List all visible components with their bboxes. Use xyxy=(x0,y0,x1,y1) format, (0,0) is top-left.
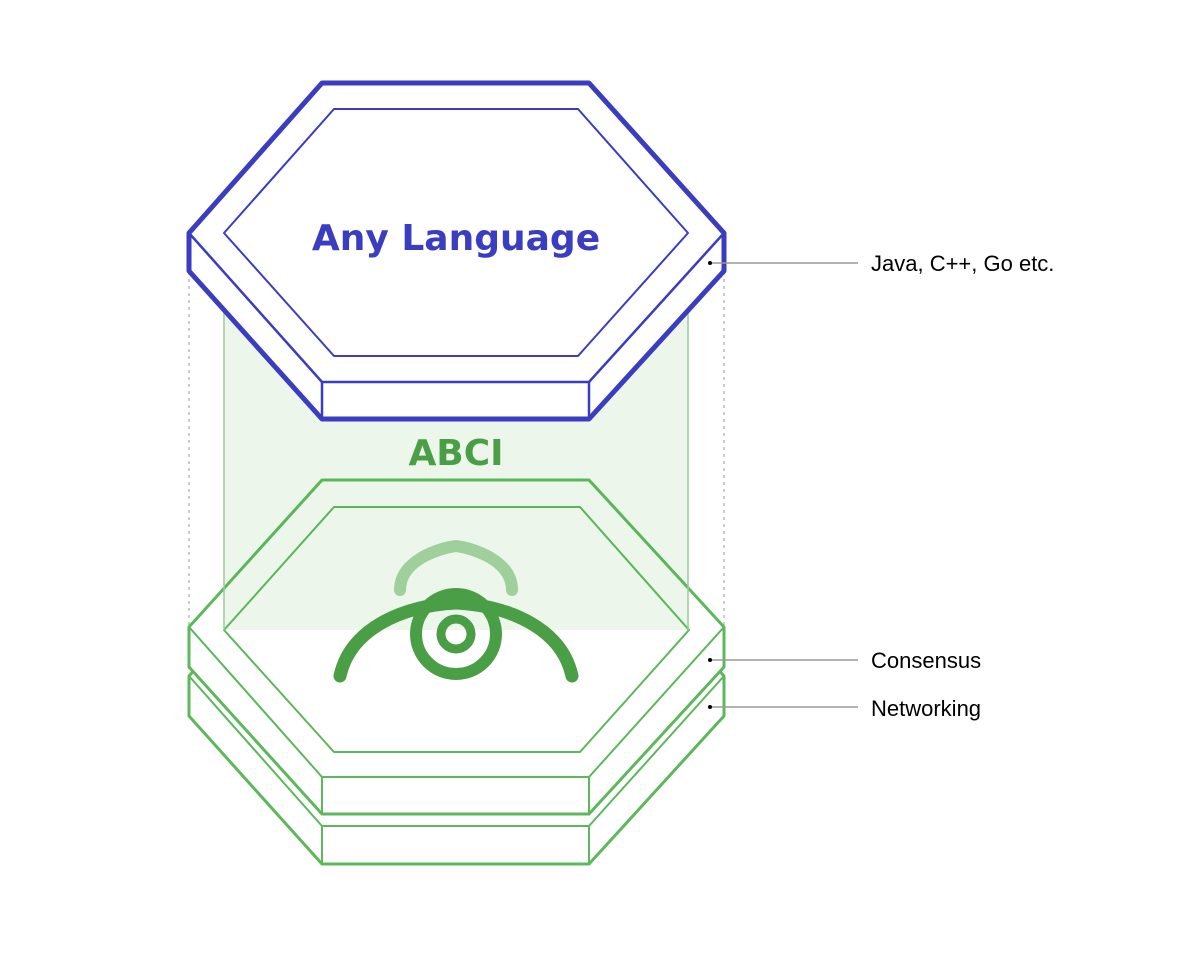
abci-label: ABCI xyxy=(408,433,503,474)
any-language-title: Any Language xyxy=(312,218,600,259)
application-layer xyxy=(186,80,727,422)
callout-language-label: Java, C++, Go etc. xyxy=(871,251,1054,276)
callout-language: Java, C++, Go etc. xyxy=(708,251,1054,276)
tendermint-logo-icon xyxy=(333,539,579,683)
callout-consensus-label: Consensus xyxy=(871,648,981,673)
callout-consensus: Consensus xyxy=(708,648,981,673)
callout-networking: Networking xyxy=(708,696,981,721)
callout-networking-label: Networking xyxy=(871,696,981,721)
